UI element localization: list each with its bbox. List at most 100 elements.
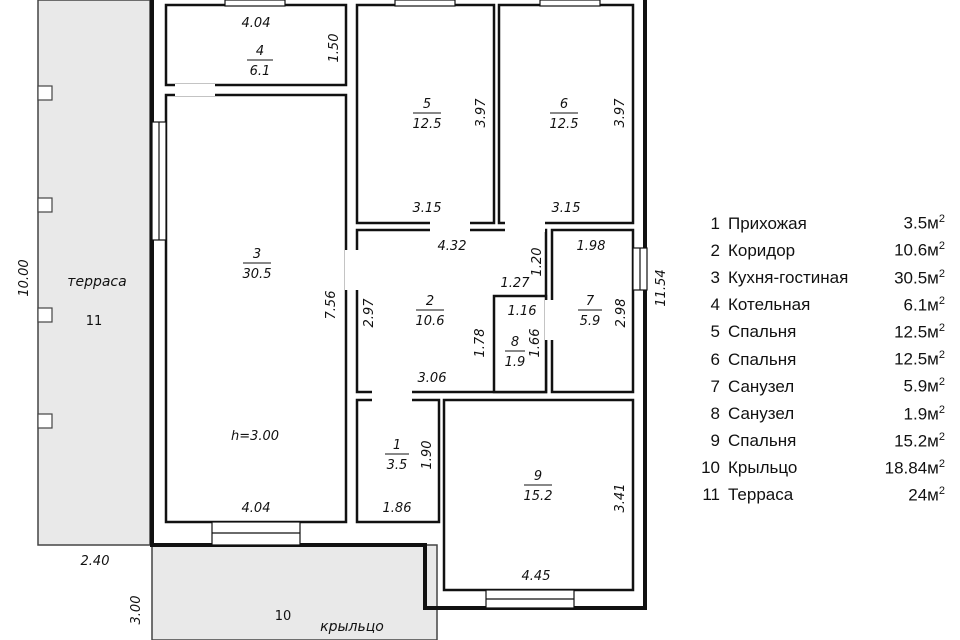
legend-area-value: 6.1м <box>903 295 939 315</box>
legend-area-value: 24м <box>908 485 939 505</box>
legend-area-value: 12.5м <box>894 322 939 342</box>
legend-index: 2 <box>710 240 720 260</box>
room-6-height: 3.97 <box>613 98 628 128</box>
room-labels: 4.04 4 6.1 1.50 3 30.5 7.56 h=3.00 4.04 … <box>17 16 669 635</box>
legend-area-unit-exponent: 2 <box>938 240 945 253</box>
legend-index: 11 <box>702 485 720 505</box>
legend-room-name: Санузел <box>728 403 795 423</box>
legend-room-name: Спальня <box>728 349 797 369</box>
legend-index: 5 <box>710 322 720 342</box>
room-3-number: 3 <box>253 247 261 262</box>
room-6-number: 6 <box>560 97 568 112</box>
terrace <box>37 0 151 546</box>
legend-area-value: 30.5м <box>894 268 939 288</box>
doors <box>175 84 554 402</box>
door <box>345 250 359 290</box>
room-2-area: 10.6 <box>416 314 445 329</box>
window <box>539 0 601 7</box>
room-7-width: 1.98 <box>577 239 606 254</box>
room-8-area: 1.9 <box>505 355 526 370</box>
legend-index: 4 <box>710 295 720 315</box>
terrace-number: 11 <box>86 314 103 329</box>
legend-room-name: Санузел <box>728 376 795 396</box>
room-3-ceiling: h=3.00 <box>231 429 279 444</box>
legend-room-area: 1.9м2 <box>865 404 945 425</box>
legend-area-unit-exponent: 2 <box>938 322 945 335</box>
door <box>372 390 412 402</box>
room-1-number: 1 <box>393 438 401 453</box>
terrace-post <box>37 85 53 101</box>
room-7-height: 2.98 <box>614 299 629 328</box>
door <box>430 221 470 232</box>
room-2-number: 2 <box>426 294 434 309</box>
legend-room-area: 6.1м2 <box>865 295 945 316</box>
legend-area-unit-exponent: 2 <box>938 485 945 498</box>
room-8-outline <box>492 294 548 394</box>
room-1-width: 1.86 <box>383 501 412 516</box>
legend-area-unit-exponent: 2 <box>938 430 945 443</box>
legend-area-value: 12.5м <box>894 349 939 369</box>
legend-room-name: Спальня <box>728 322 797 342</box>
door <box>175 84 215 96</box>
legend-room-area: 12.5м2 <box>865 349 945 370</box>
room-8-width: 1.16 <box>508 304 537 319</box>
terrace-height: 10.00 <box>17 259 32 296</box>
window <box>224 0 286 7</box>
room-8-number: 8 <box>511 335 519 350</box>
legend-room-name: Коридор <box>728 240 796 260</box>
room-3-area: 30.5 <box>243 267 272 282</box>
legend-room-area: 18.84м2 <box>865 458 945 479</box>
terrace-post <box>37 413 53 429</box>
legend-index: 10 <box>701 458 720 478</box>
room-7-outline <box>550 228 635 394</box>
room-5-number: 5 <box>423 97 431 112</box>
room-9-height: 3.41 <box>613 484 628 513</box>
door <box>505 221 545 232</box>
legend-area-unit-exponent: 2 <box>938 267 945 280</box>
room-6-width: 3.15 <box>552 201 581 216</box>
legend-area-value: 15.2м <box>894 431 939 451</box>
room-5-height: 3.97 <box>474 98 489 128</box>
room-2-inner-h: 1.78 <box>473 329 488 358</box>
room-8-height: 1.66 <box>528 329 543 358</box>
legend-room-area: 24м2 <box>865 485 945 506</box>
door <box>545 300 554 340</box>
terrace-post <box>37 197 53 213</box>
legend-row: 5 Спальня 12.5м2 <box>690 319 945 346</box>
legend-area-unit-exponent: 2 <box>938 376 945 389</box>
room-3-outline <box>164 93 348 524</box>
porch <box>151 544 438 640</box>
room-4-width: 4.04 <box>242 16 271 31</box>
legend-area-value: 10.6м <box>894 241 939 261</box>
room-2-top: 4.32 <box>438 239 467 254</box>
porch-name: крыльцо <box>320 619 384 635</box>
legend-room-name: Спальня <box>728 431 797 451</box>
terrace-name: терраса <box>67 274 126 290</box>
legend-index: 6 <box>710 349 720 369</box>
legend-area-unit-exponent: 2 <box>938 294 945 307</box>
porch-height: 3.00 <box>129 596 144 625</box>
outer-height: 11.54 <box>654 269 669 306</box>
room-2-inner-v: 1.20 <box>530 248 545 277</box>
room-9-width: 4.45 <box>522 569 551 584</box>
room-3-width: 4.04 <box>242 501 271 516</box>
legend-area-unit-exponent: 2 <box>938 457 945 470</box>
terrace-width: 2.40 <box>81 554 110 569</box>
room-6-area: 12.5 <box>550 117 579 132</box>
legend-area-value: 1.9м <box>903 404 939 424</box>
room-1-height: 1.90 <box>420 441 435 470</box>
room-1-outline <box>355 398 441 524</box>
legend-room-area: 12.5м2 <box>865 322 945 343</box>
legend-row: 6 Спальня 12.5м2 <box>690 346 945 373</box>
room-5-area: 12.5 <box>413 117 442 132</box>
room-4-height: 1.50 <box>327 34 342 63</box>
legend-index: 1 <box>710 213 720 233</box>
